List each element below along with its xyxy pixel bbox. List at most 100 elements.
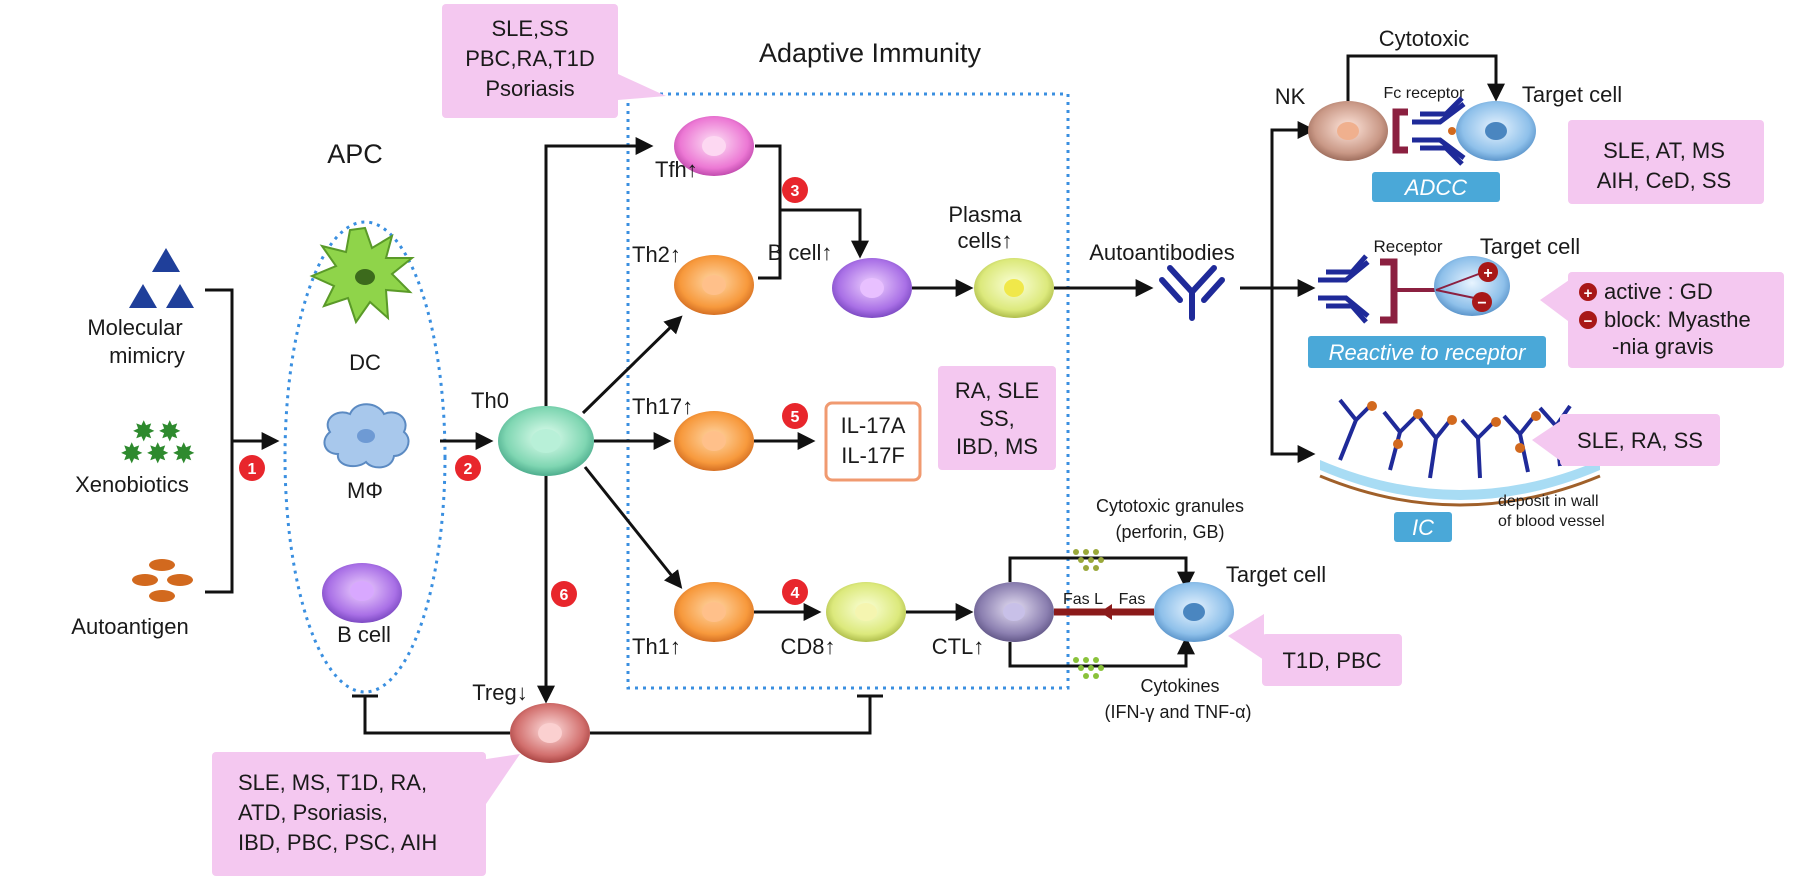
svg-text:Reactive to receptor: Reactive to receptor (1329, 340, 1528, 365)
ctl-target-nucleus (1183, 603, 1205, 621)
fas-label: Fas (1119, 591, 1146, 608)
adcc-antigen-dot (1448, 127, 1456, 135)
apc-b-cell-nucleus (350, 581, 374, 601)
th17-nucleus (702, 431, 726, 451)
svg-text:6: 6 (560, 587, 569, 604)
adaptive-immunity-title: Adaptive Immunity (759, 38, 982, 68)
svg-text:ADCC: ADCC (1403, 175, 1467, 200)
svg-text:✸: ✸ (132, 416, 155, 447)
treg-disease-1: SLE, MS, T1D, RA, (238, 770, 427, 795)
deposit-label-1: deposit in wall (1498, 493, 1599, 510)
step-badge-2: 2 (455, 455, 481, 481)
th0-nucleus (531, 429, 561, 453)
th17-label: Th17↑ (632, 394, 693, 419)
cytotoxic-label: Cytotoxic (1379, 26, 1469, 51)
bracket-tfh-th2 (755, 144, 782, 280)
ic-antigen-dots (1367, 401, 1541, 453)
activate-icon-glyph: + (1483, 265, 1492, 282)
svg-text:2: 2 (464, 461, 473, 478)
receptor-target-label: Target cell (1480, 234, 1580, 259)
deposit-label-2: of blood vessel (1498, 513, 1605, 530)
step-badge-4: 4 (782, 579, 808, 605)
arrow-to-b-cell (780, 208, 869, 259)
b-cell-label: B cell↑ (768, 240, 833, 265)
ctl-target-label: Target cell (1226, 562, 1326, 587)
ctl-disease: T1D, PBC (1282, 648, 1381, 673)
svg-text:✸: ✸ (120, 438, 143, 469)
svg-text:5: 5 (791, 409, 800, 426)
treg-inhibits-apc (363, 696, 510, 735)
autoantigen-label: Autoantigen (71, 614, 188, 639)
receptor-disease-active: active : GD (1604, 279, 1713, 304)
vessel-wall-icon (1319, 460, 1601, 507)
apc-b-cell-label: B cell (337, 622, 391, 647)
arrow-cytotoxic (1346, 54, 1505, 102)
step-badge-1: 1 (239, 455, 265, 481)
treg-label: Treg↓ (472, 680, 527, 705)
adcc-disease-box: SLE, AT, MS AIH, CeD, SS (1568, 120, 1764, 204)
autoantigen-icon (132, 559, 193, 602)
arrow-th0-to-tfh (544, 137, 654, 406)
activate-icon (1478, 262, 1498, 282)
th17-disease-box: RA, SLE SS, IBD, MS (938, 366, 1056, 470)
granules-icon (1073, 549, 1104, 571)
dendritic-cell-icon (309, 226, 415, 325)
svg-text:4: 4 (791, 585, 800, 602)
tfh-label: Tfh↑ (655, 157, 698, 182)
molecular-mimicry-label-2: mimicry (109, 343, 185, 368)
block-icon (1472, 292, 1492, 312)
fas-arrowhead (1100, 604, 1112, 620)
svg-text:1: 1 (248, 461, 257, 478)
ic-disease: SLE, RA, SS (1577, 428, 1703, 453)
arrow-to-ic (1270, 288, 1316, 463)
step-badge-3: 3 (782, 177, 808, 203)
plasma-label-1: Plasma (948, 202, 1022, 227)
tfh-disease-3: Psoriasis (485, 76, 574, 101)
molecular-mimicry-label-1: Molecular (87, 315, 182, 340)
step-badge-5: 5 (782, 403, 808, 429)
nk-label: NK (1275, 84, 1306, 109)
ctl-nucleus (1003, 603, 1025, 621)
xenobiotics-icon: ✸ ✸ ✸ ✸ ✸ (120, 416, 195, 469)
arrow-cytokines (1008, 636, 1195, 668)
receptor-antibody-icon (1318, 254, 1370, 324)
granules-label-1: Cytotoxic granules (1096, 496, 1244, 516)
treg-disease-2: ATD, Psoriasis, (238, 800, 388, 825)
svg-text:IC: IC (1412, 515, 1434, 540)
molecular-mimicry-icon (129, 248, 194, 308)
receptor-block-icon-glyph: − (1584, 313, 1593, 330)
th0-label: Th0 (471, 388, 509, 413)
tfh-disease-2: PBC,RA,T1D (465, 46, 595, 71)
svg-text:3: 3 (791, 183, 800, 200)
cytokines-label-1: Cytokines (1140, 676, 1219, 696)
svg-text:✸: ✸ (158, 416, 181, 447)
adcc-target-label: Target cell (1522, 82, 1622, 107)
treg-disease-box: SLE, MS, T1D, RA, ATD, Psoriasis, IBD, P… (212, 752, 520, 876)
xenobiotics-label: Xenobiotics (75, 472, 189, 497)
reactive-to-receptor-tag: Reactive to receptor (1308, 336, 1546, 368)
adaptive-immunity-region (626, 92, 1070, 690)
adcc-disease-2: AIH, CeD, SS (1597, 168, 1731, 193)
receptor-active-icon-glyph: + (1584, 285, 1593, 302)
step-badge-6: 6 (551, 581, 577, 607)
macrophage-icon (323, 403, 410, 469)
receptor-disease-block-1: block: Myasthe (1604, 307, 1751, 332)
receptor-disease-box: + − active : GD block: Myasthe -nia grav… (1540, 272, 1784, 368)
il17-box (824, 401, 922, 482)
apc-region (283, 220, 447, 694)
cytokines-icon (1073, 657, 1104, 679)
adcc-target-nucleus (1485, 122, 1507, 140)
ic-tag: IC (1394, 512, 1452, 542)
il17a-label: IL-17A (841, 413, 906, 438)
b-cell-nucleus (860, 278, 884, 298)
apc-title: APC (327, 139, 383, 169)
cd8-label: CD8↑ (780, 634, 835, 659)
plasma-nucleus (1004, 279, 1024, 297)
fc-receptor-label: Fc receptor (1384, 85, 1466, 102)
treg-disease-3: IBD, PBC, PSC, AIH (238, 830, 437, 855)
th2-nucleus (702, 275, 726, 295)
fas-l-label: Fas L (1063, 591, 1103, 608)
block-icon-glyph: − (1477, 295, 1486, 312)
receptor-signal-up (1435, 271, 1485, 291)
